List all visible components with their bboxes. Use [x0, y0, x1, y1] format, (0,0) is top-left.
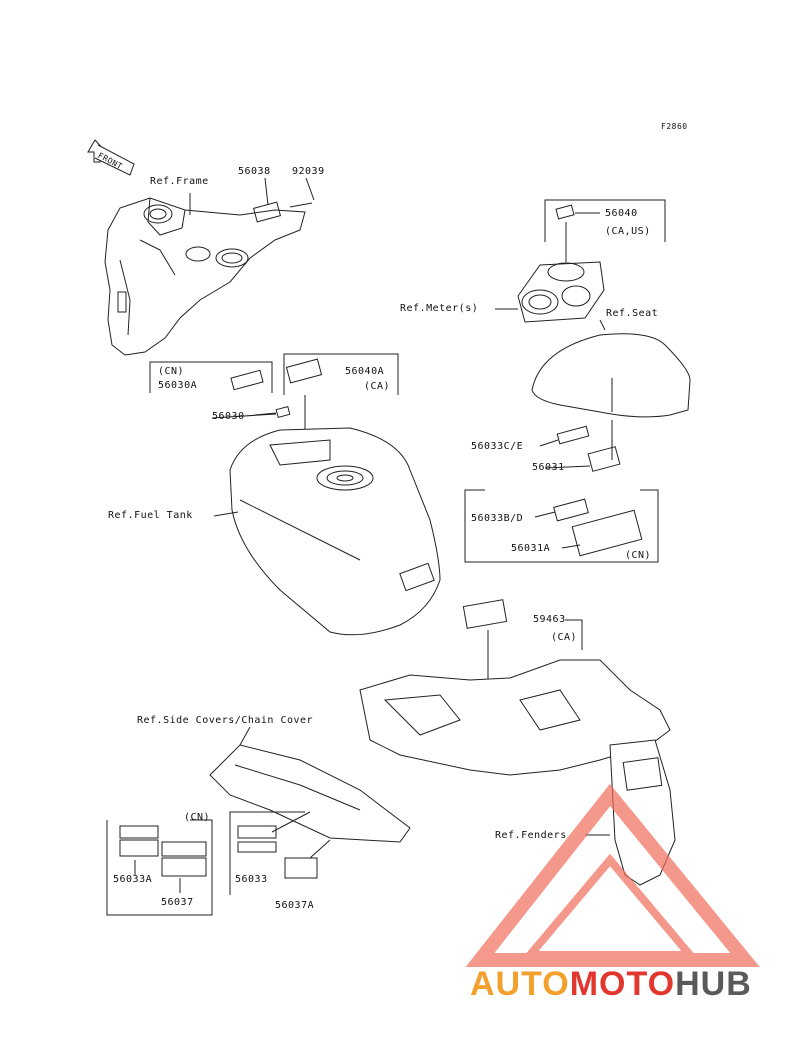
- label-56038: 56038: [238, 166, 271, 177]
- fuel-tank-drawing: [213, 427, 441, 636]
- cn-decal-box: [149, 361, 291, 419]
- label-ref-frame: Ref.Frame: [150, 176, 209, 187]
- fender-drawing: [359, 659, 676, 886]
- side-cover-cn-box: [106, 819, 213, 916]
- label-ca-2: (CA): [551, 632, 578, 643]
- meter-drawing: [495, 199, 666, 323]
- label-56037: 56037: [161, 897, 194, 908]
- seat-cn-box: [464, 489, 659, 563]
- seat-drawing: [531, 333, 691, 472]
- label-ca-1: (CA): [364, 381, 391, 392]
- watermark-logo-icon: [465, 783, 760, 967]
- label-59463: 59463: [533, 614, 566, 625]
- label-56040: 56040: [605, 208, 638, 219]
- label-ca-us: (CA,US): [605, 226, 651, 237]
- label-cn-2: (CN): [625, 550, 652, 561]
- label-ref-meter: Ref.Meter(s): [400, 303, 479, 314]
- label-ref-side-covers: Ref.Side Covers/Chain Cover: [137, 715, 314, 726]
- label-ref-seat: Ref.Seat: [606, 308, 659, 319]
- label-56033bd: 56033B/D: [471, 513, 524, 524]
- label-56037a: 56037A: [275, 900, 315, 911]
- diagram-code: F2860: [661, 122, 688, 131]
- watermark-part2: MOTO: [569, 965, 676, 1003]
- label-cn-1: (CN): [158, 366, 185, 377]
- label-56030: 56030: [212, 411, 245, 422]
- label-56033a: 56033A: [113, 874, 153, 885]
- frame-drawing: [104, 197, 313, 356]
- front-arrow-icon: [87, 139, 135, 176]
- label-cn-3: (CN): [184, 812, 211, 823]
- label-56040a: 56040A: [345, 366, 385, 377]
- label-56031: 56031: [532, 462, 565, 473]
- label-92039: 92039: [292, 166, 325, 177]
- label-56033ce: 56033C/E: [471, 441, 524, 452]
- label-56031a: 56031A: [511, 543, 551, 554]
- watermark-part3: HUB: [675, 965, 752, 1003]
- chain-cover-drawing: [209, 726, 411, 895]
- label-ref-fenders: Ref.Fenders: [495, 830, 567, 841]
- watermark-part1: AUTO: [470, 965, 570, 1003]
- watermark-text: AUTOMOTOHUB: [470, 965, 752, 1004]
- label-ref-fuel-tank: Ref.Fuel Tank: [108, 510, 193, 521]
- label-56033: 56033: [235, 874, 268, 885]
- label-56030a: 56030A: [158, 380, 198, 391]
